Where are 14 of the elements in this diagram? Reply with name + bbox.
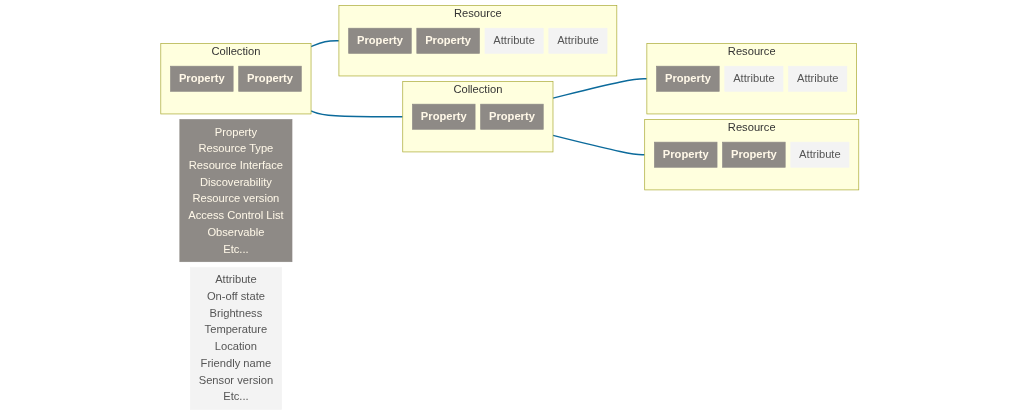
connector	[552, 78, 648, 99]
node-box: Property	[411, 103, 476, 130]
node-box: Property	[348, 27, 412, 54]
node-box: Property	[721, 141, 786, 168]
connector	[310, 40, 340, 48]
node-box: Property	[653, 141, 718, 168]
node-box: Property Resource Type Resource Interface Discoverability Resource version Access Control List Observable Etc...	[179, 119, 293, 263]
node-box: Property	[238, 65, 302, 92]
node-box: Property	[169, 65, 234, 92]
connector	[310, 110, 404, 118]
node-box: Property	[416, 27, 480, 54]
connector	[552, 134, 646, 156]
node-box: Property	[480, 103, 544, 130]
node-box: Property	[656, 65, 720, 92]
